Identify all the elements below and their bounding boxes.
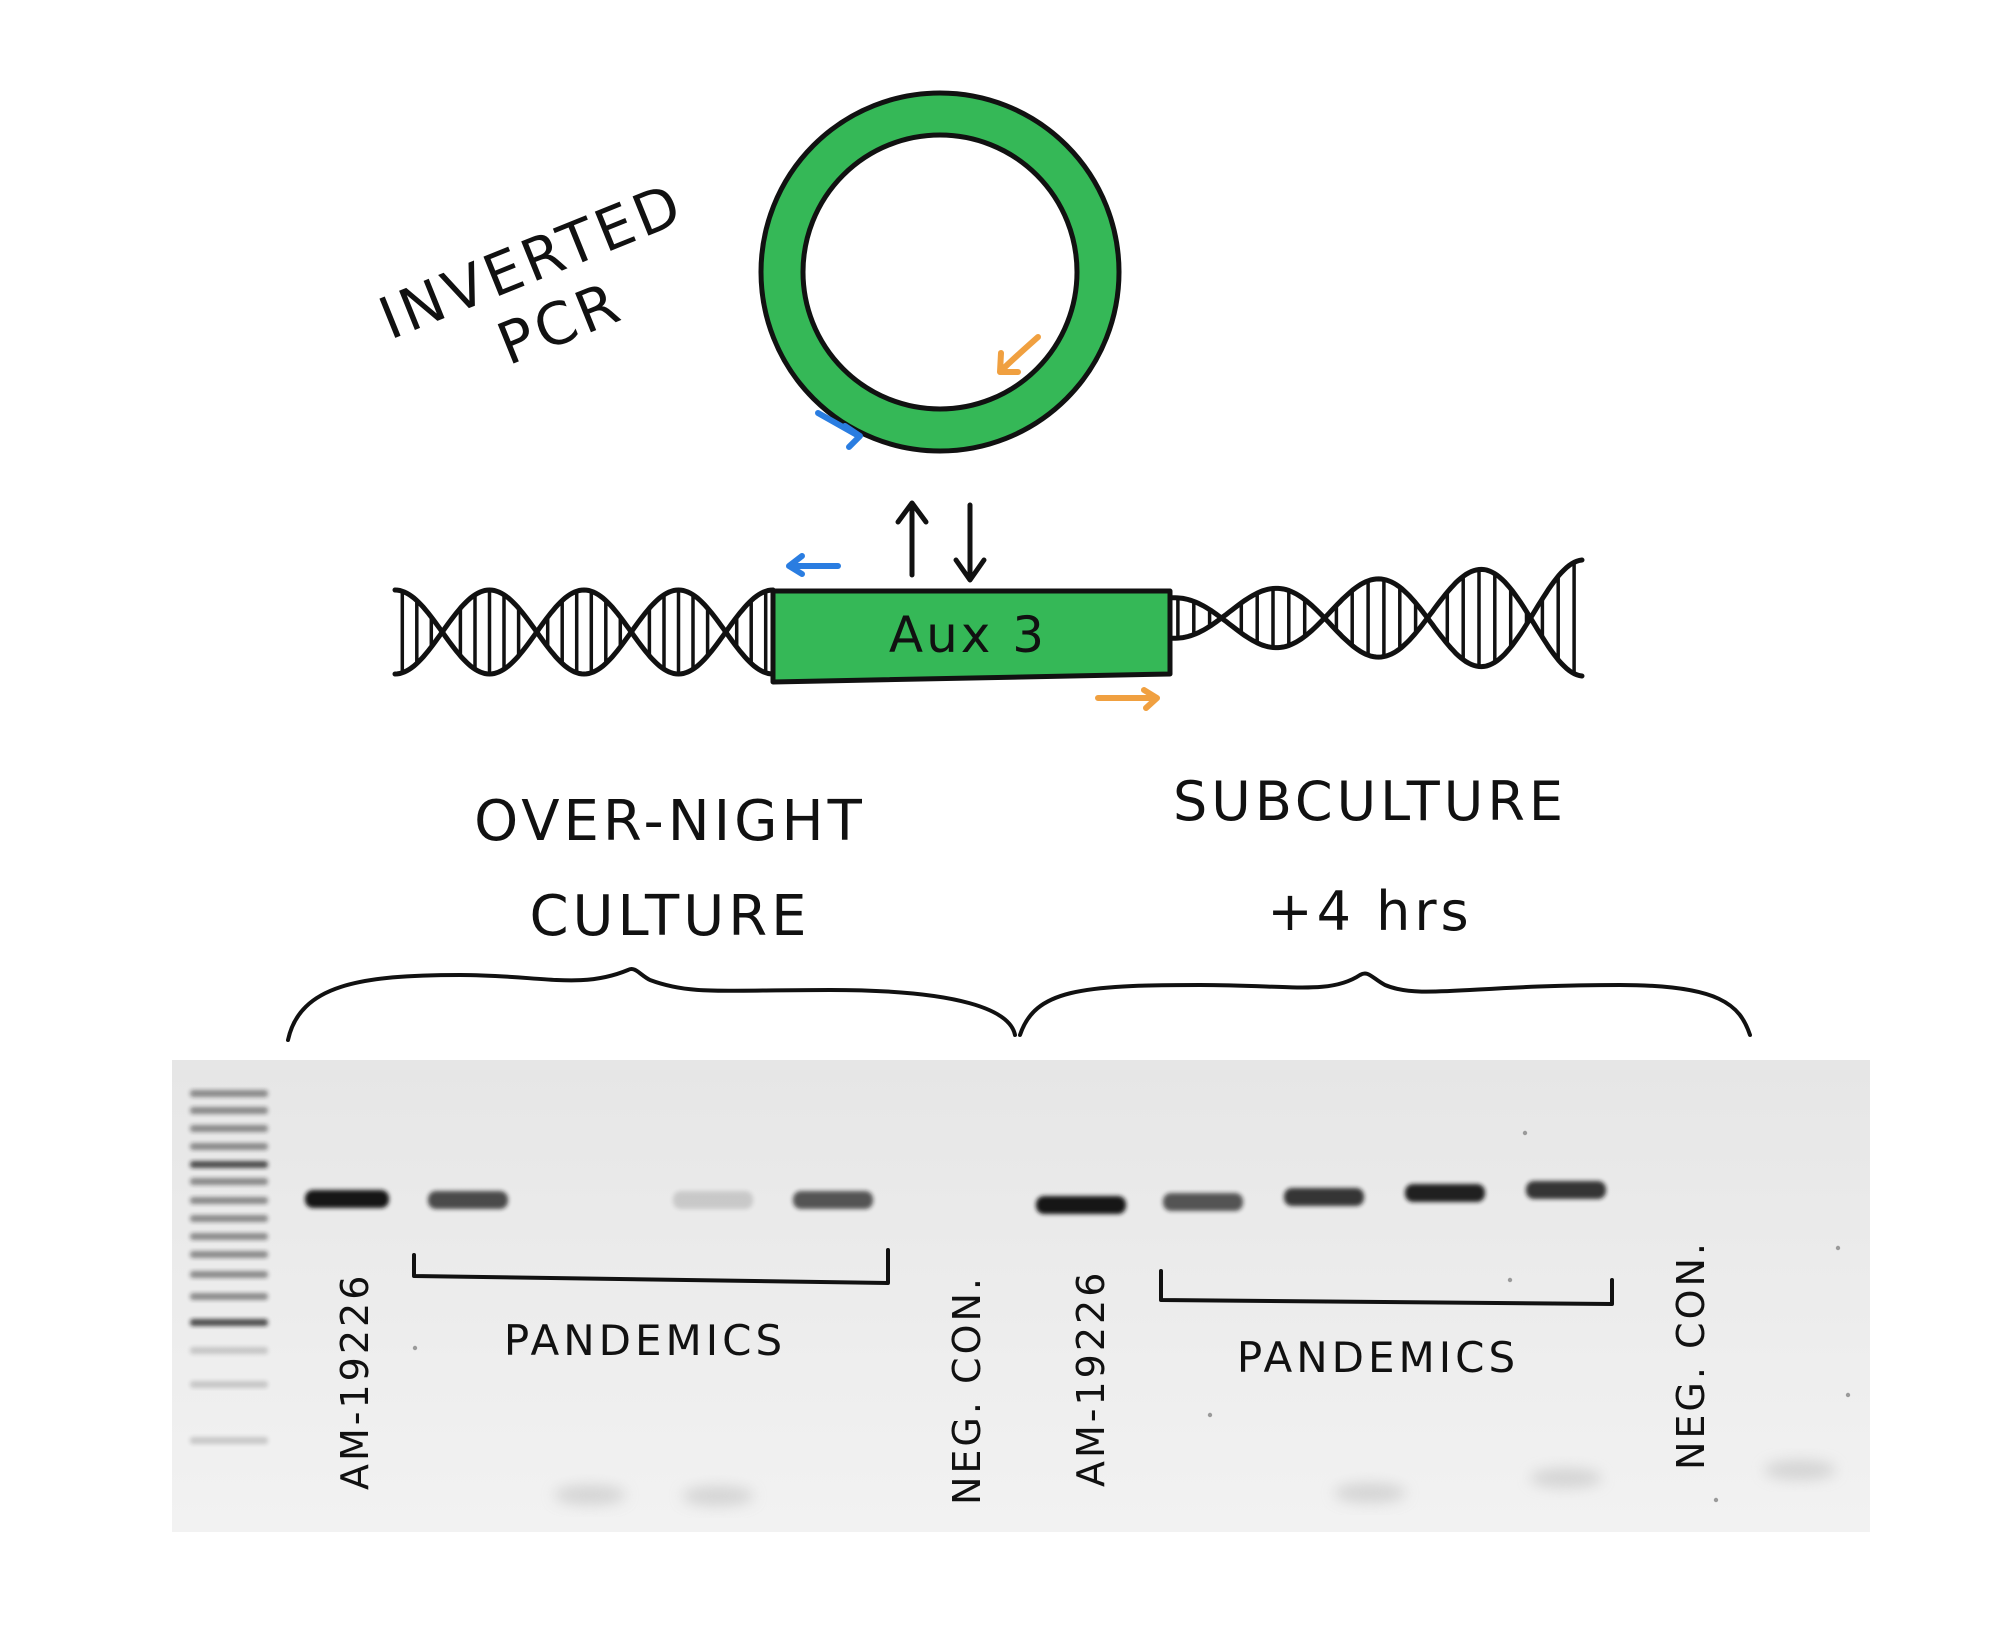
gel-smears: [412, 1130, 1851, 1506]
ladder-band: [190, 1161, 268, 1168]
primer-reverse-on-circle-icon: [997, 334, 1041, 375]
gel-speck: [1507, 1277, 1513, 1283]
right-pandemics-label: PANDEMICS: [1237, 1333, 1519, 1382]
ladder-band: [190, 1178, 268, 1185]
gel-smear: [554, 1485, 626, 1505]
right-negative-lane-label: NEG. CON.: [1669, 1240, 1713, 1470]
dna-strand: [1167, 557, 1585, 670]
condition-overnight: OVER-NIGHT CULTURE: [474, 789, 866, 949]
dna-helix-left: [392, 587, 776, 677]
gel-smear: [1334, 1483, 1406, 1503]
gel-band: [793, 1191, 873, 1209]
ladder-band: [190, 1215, 268, 1222]
left-group-labels: AM-19226 PANDEMICS NEG. CON.: [333, 1248, 989, 1505]
condition-subculture-line2: +4 hrs: [1267, 880, 1472, 943]
dna-helix-right: [1167, 557, 1585, 679]
integrated-element: Aux 3: [770, 588, 1173, 685]
left-positive-lane-label: AM-19226: [333, 1273, 377, 1490]
gel-band: [673, 1191, 753, 1209]
excision-arrow-up-icon: [895, 500, 929, 578]
gel-background: [172, 1060, 1870, 1532]
gel-band: [1284, 1188, 1364, 1206]
ladder-band: [190, 1197, 268, 1204]
integrated-element-box: [770, 588, 1173, 685]
left-negative-lane-label: NEG. CON.: [945, 1275, 989, 1505]
ladder-band: [190, 1381, 268, 1388]
chromosome-dna: Aux 3: [392, 553, 1585, 711]
dna-strand: [392, 587, 776, 677]
condition-subculture-line1: SUBCULTURE: [1173, 770, 1567, 833]
ladder-band: [190, 1271, 268, 1278]
agarose-gel: AM-19226 PANDEMICS NEG. CON. AM-19226 PA…: [172, 1060, 1870, 1532]
gel-band: [1526, 1181, 1606, 1199]
dna-strand: [392, 587, 776, 677]
ladder-band: [190, 1233, 268, 1240]
gene-label: Aux 3: [889, 606, 1047, 664]
gel-speck: [1835, 1245, 1841, 1251]
brace-overnight: [286, 967, 1017, 1042]
ladder-band: [190, 1251, 268, 1258]
gel-speck: [412, 1345, 418, 1351]
ladder-band: [190, 1437, 268, 1444]
gel-speck: [1845, 1392, 1851, 1398]
primer-forward-on-circle-icon: [815, 410, 863, 450]
right-positive-lane-label: AM-19226: [1069, 1270, 1113, 1487]
ladder-band: [190, 1293, 268, 1300]
gel-band: [428, 1191, 508, 1209]
condition-subculture: SUBCULTURE +4 hrs: [1173, 770, 1567, 943]
gel-speck: [1713, 1497, 1719, 1503]
dna-strand: [1167, 566, 1585, 679]
right-group-labels: AM-19226 PANDEMICS NEG. CON.: [1069, 1240, 1713, 1487]
primer-reverse-on-dna-icon: [1095, 687, 1160, 711]
ladder-band: [190, 1090, 268, 1097]
brace-subculture: [1018, 971, 1752, 1037]
dna-ladder: [190, 1090, 268, 1444]
condition-overnight-line2: CULTURE: [529, 884, 810, 949]
integration-arrow-down-icon: [953, 502, 987, 583]
gel-speck: [1207, 1412, 1213, 1418]
gel-band: [1036, 1196, 1126, 1214]
left-pandemics-bracket: [412, 1248, 890, 1285]
ladder-band: [190, 1143, 268, 1150]
gel-smear: [1530, 1468, 1602, 1488]
gel-smear: [682, 1486, 754, 1506]
method-label: INVERTED PCR: [370, 169, 694, 378]
ladder-band: [190, 1107, 268, 1114]
gel-band: [305, 1190, 389, 1208]
gel-bands: [305, 1181, 1606, 1214]
ladder-band: [190, 1347, 268, 1354]
ladder-band: [190, 1319, 268, 1326]
circular-element-ring: [761, 93, 1119, 451]
condition-overnight-line1: OVER-NIGHT: [474, 789, 866, 854]
right-pandemics-bracket: [1159, 1269, 1614, 1306]
primer-forward-on-dna-icon: [786, 553, 841, 577]
circular-element-inner-outline: [800, 132, 1080, 412]
circular-element-outer-outline: [758, 90, 1122, 454]
gel-band: [1405, 1184, 1485, 1202]
gel-band: [1163, 1193, 1243, 1211]
ladder-band: [190, 1125, 268, 1132]
gel-smear: [1764, 1460, 1836, 1480]
circular-element: [758, 90, 1122, 454]
gel-speck: [1522, 1130, 1528, 1136]
left-pandemics-label: PANDEMICS: [504, 1316, 786, 1365]
